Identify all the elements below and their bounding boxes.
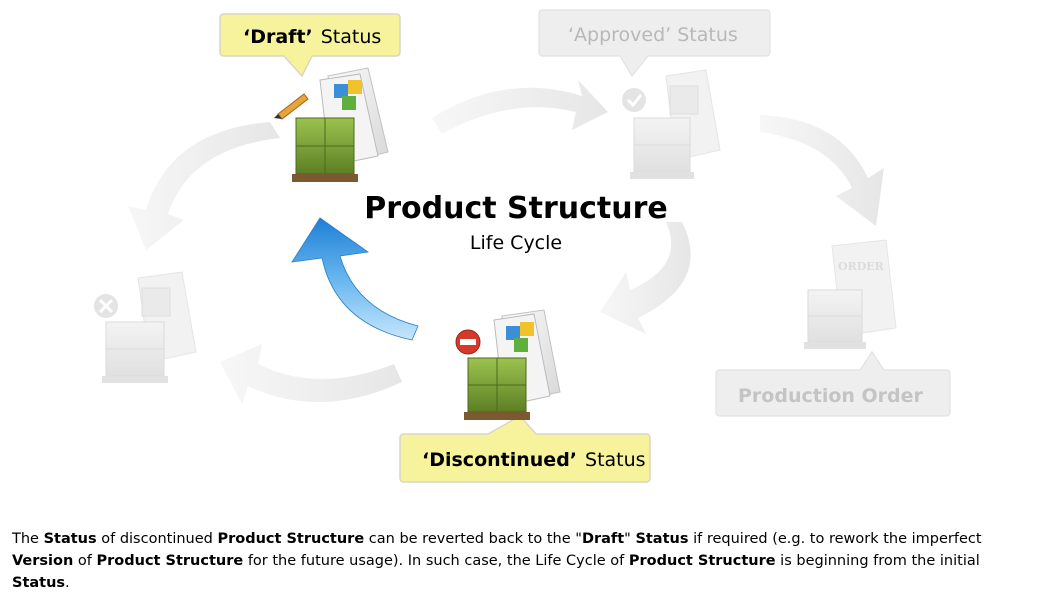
arrow-discontinued-to-obsolete xyxy=(220,344,402,404)
draft-status-label: ‘Draft’Status xyxy=(243,26,381,48)
life-cycle-diagram: ‘Draft’Status ‘Approved’ Status ‘Discont… xyxy=(94,9,951,483)
draft-status-callout: ‘Draft’Status xyxy=(219,13,401,78)
approved-product-icon xyxy=(622,69,721,179)
check-circle-icon xyxy=(622,88,646,112)
arrow-approved-to-production xyxy=(760,115,884,226)
discontinued-status-callout: ‘Discontinued’Status xyxy=(399,415,651,483)
production-order-icon: ORDER xyxy=(804,239,897,349)
pencil-icon xyxy=(274,93,309,120)
arrow-draft-to-approved xyxy=(432,80,608,134)
order-document-label: ORDER xyxy=(838,260,885,273)
approved-status-label: ‘Approved’ Status xyxy=(568,24,738,46)
arrow-obsolete-to-draft xyxy=(128,122,280,250)
diagram-subtitle: Life Cycle xyxy=(470,232,562,254)
obsolete-product-icon xyxy=(94,271,197,383)
discontinued-status-label: ‘Discontinued’Status xyxy=(422,449,646,471)
draft-product-icon xyxy=(274,67,389,182)
arrow-approved-to-discontinued xyxy=(600,222,691,334)
production-order-label: Production Order xyxy=(738,385,924,407)
arrow-discontinued-to-draft xyxy=(291,217,419,341)
cancel-circle-icon xyxy=(94,294,118,318)
description-text: The Status of discontinued Product Struc… xyxy=(12,531,982,591)
discontinued-product-icon xyxy=(455,309,561,420)
production-order-callout: Production Order xyxy=(715,350,951,417)
diagram-title: Product Structure xyxy=(364,191,668,226)
approved-status-callout: ‘Approved’ Status xyxy=(538,9,771,78)
minus-circle-icon xyxy=(455,329,481,355)
